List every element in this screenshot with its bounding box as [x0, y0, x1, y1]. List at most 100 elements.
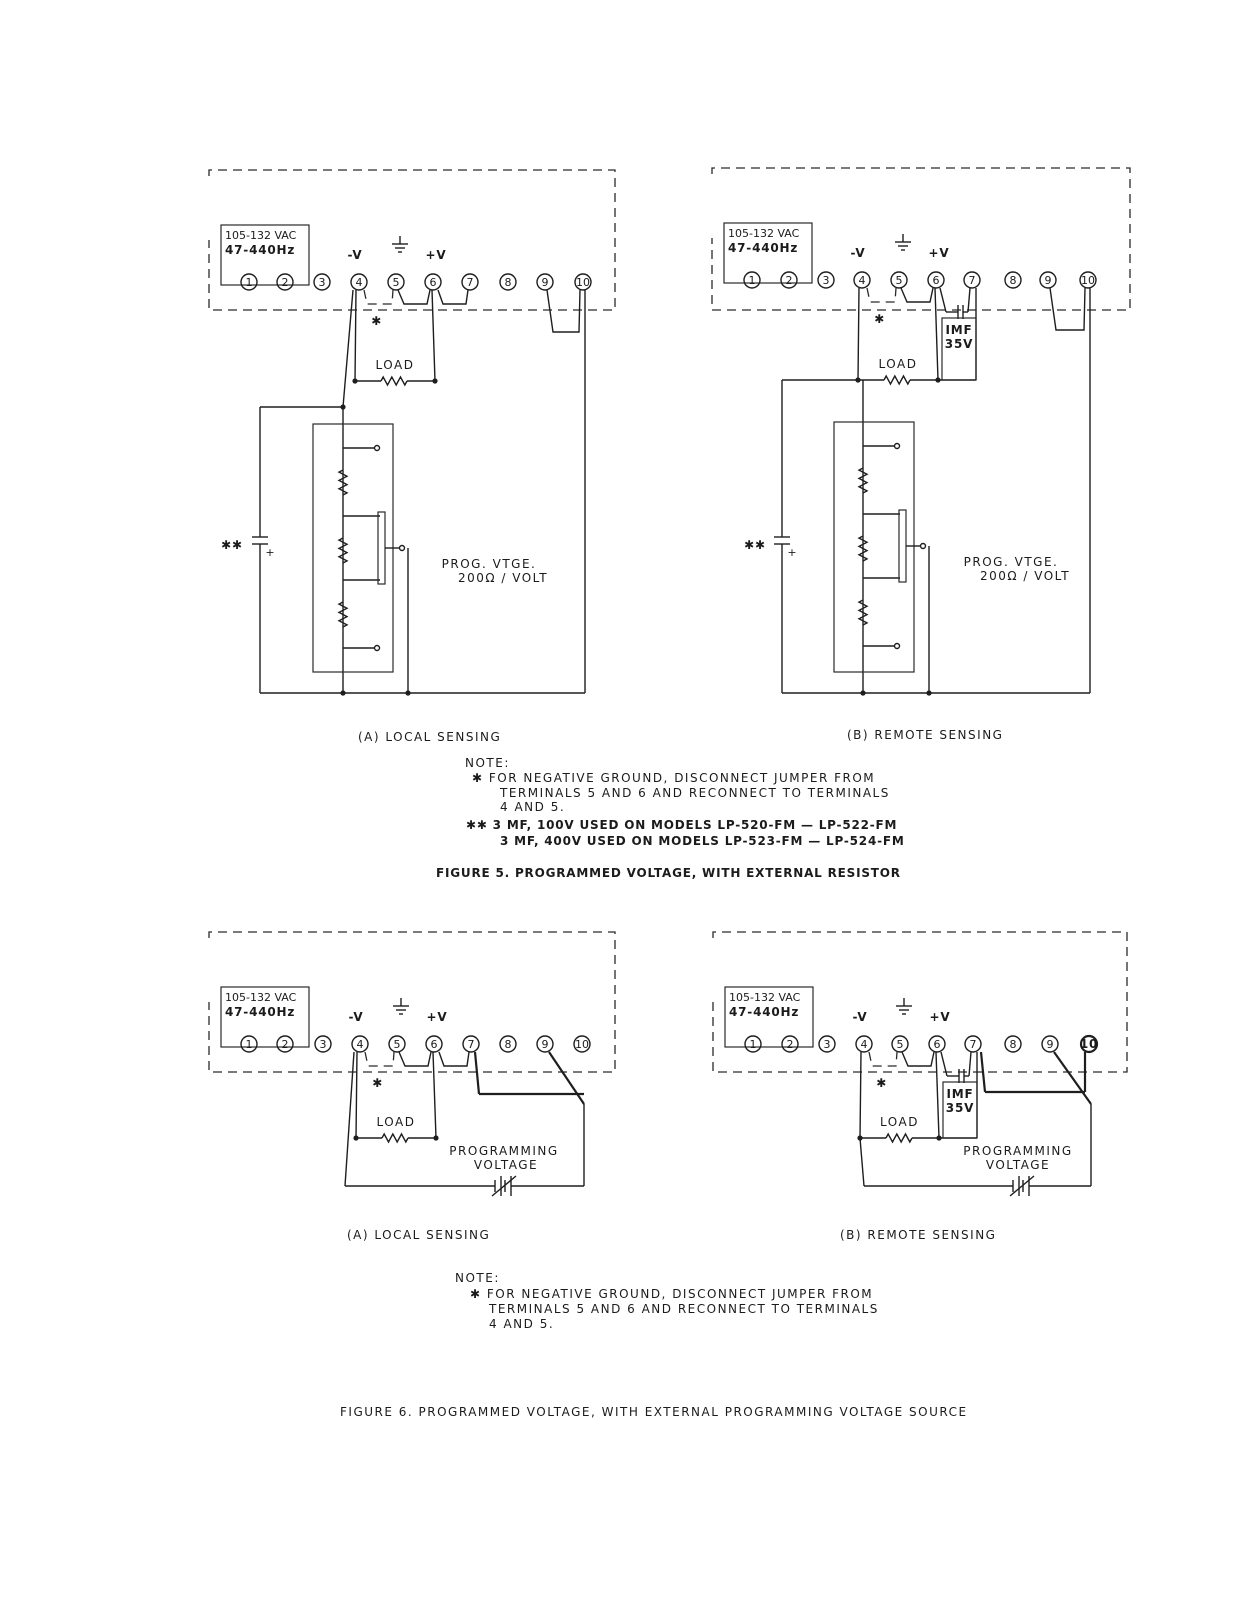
- prog-vtge-label: PROG. VTGE.: [442, 557, 537, 571]
- junction-dot: [352, 378, 358, 384]
- ac-frequency-label: 47-440Hz: [225, 1005, 295, 1019]
- sense-wire: [979, 1051, 987, 1093]
- terminal-9-label: 9: [1047, 1038, 1054, 1051]
- terminal-5: [387, 273, 405, 291]
- terminal-3: [313, 273, 331, 291]
- terminal-3: [818, 1035, 836, 1053]
- negative-polarity-label: -V: [853, 1010, 868, 1024]
- terminal-6-label: 6: [431, 1038, 438, 1051]
- variable-arrow: [1009, 1175, 1035, 1197]
- terminal-4-label: 4: [859, 274, 866, 287]
- decade-resistor-box: [312, 423, 394, 673]
- ac-frequency-label: 47-440Hz: [225, 243, 295, 257]
- jumper-9-10: [1049, 287, 1086, 331]
- negative-polarity-label: -V: [348, 248, 363, 262]
- optional-jumper-4-5: [868, 1051, 898, 1067]
- junction-dot: [353, 1135, 359, 1141]
- load-wire-neg: [354, 289, 357, 382]
- fig5-note-line: 4 AND 5.: [500, 800, 565, 814]
- ac-frequency-label: 47-440Hz: [729, 1005, 799, 1019]
- star-marker: ✱: [876, 1076, 888, 1090]
- junction-dot: [433, 1135, 439, 1141]
- load-wire-pos: [432, 1051, 437, 1139]
- sense-wire: [939, 287, 947, 313]
- power-supply-outline: [712, 931, 1128, 1073]
- decade-resistor: [857, 467, 869, 494]
- terminal-4: [350, 273, 368, 291]
- load-label: LOAD: [377, 1115, 416, 1129]
- tap-terminal: [893, 642, 901, 650]
- junction-dot: [432, 378, 438, 384]
- terminal-8-label: 8: [1010, 274, 1017, 287]
- terminal-1-label: 1: [749, 274, 756, 287]
- terminal-2-label: 2: [787, 1038, 794, 1051]
- terminal-9: [1041, 1035, 1059, 1053]
- terminal-9-label: 9: [1045, 274, 1052, 287]
- terminal-8: [1004, 271, 1022, 289]
- terminal-7: [964, 1035, 982, 1053]
- plus-marker: +: [265, 546, 274, 559]
- terminal-5-label: 5: [897, 1038, 904, 1051]
- switch-wiper: [377, 511, 386, 585]
- terminal-3-label: 3: [823, 274, 830, 287]
- prog-vtge-rate: 200Ω / VOLT: [458, 571, 548, 585]
- terminal-10: [574, 273, 592, 291]
- terminal-2: [276, 1035, 294, 1053]
- load-wire-pos: [935, 1051, 940, 1139]
- terminal-7: [963, 271, 981, 289]
- optional-jumper-4-5: [363, 289, 394, 305]
- terminal-7-label: 7: [467, 276, 474, 289]
- fig5-note2-line: ✱✱ 3 MF, 100V USED ON MODELS LP-520-FM —…: [466, 818, 897, 832]
- terminal-6-label: 6: [430, 276, 437, 289]
- junction-dot: [860, 690, 866, 696]
- terminal-5: [388, 1035, 406, 1053]
- terminal-3: [817, 271, 835, 289]
- jumper-5-6: [398, 1051, 432, 1067]
- neg-wire: [344, 1051, 355, 1187]
- ac-voltage-label: 105-132 VAC: [728, 227, 800, 240]
- sense-wire: [473, 1051, 481, 1095]
- terminal-9: [1039, 271, 1057, 289]
- capacitor-rating: 35V: [946, 1101, 974, 1115]
- terminal-2: [276, 273, 294, 291]
- fig5-caption-a: (A) LOCAL SENSING: [358, 730, 501, 744]
- terminal-3: [314, 1035, 332, 1053]
- terminal-8: [499, 273, 517, 291]
- terminal-9: [536, 273, 554, 291]
- terminal-3-label: 3: [319, 276, 326, 289]
- capacitor-box: [941, 317, 977, 381]
- load-resistor: [883, 374, 911, 386]
- terminal-9-label: 9: [542, 276, 549, 289]
- decade-resistor: [857, 599, 869, 626]
- terminal-8: [499, 1035, 517, 1053]
- power-supply-outline: [711, 167, 1131, 311]
- jumper-6-7: [438, 1051, 470, 1067]
- load-wire-pos: [934, 287, 939, 381]
- ac-voltage-label: 105-132 VAC: [729, 991, 801, 1004]
- terminal-6-label: 6: [934, 1038, 941, 1051]
- terminal-6: [424, 273, 442, 291]
- fig6-caption-b: (B) REMOTE SENSING: [840, 1228, 996, 1242]
- terminal-10: [1079, 1034, 1099, 1054]
- figure5-title: FIGURE 5. PROGRAMMED VOLTAGE, WITH EXTER…: [436, 866, 901, 880]
- terminal-8-label: 8: [1010, 1038, 1017, 1051]
- load-resistor: [381, 1132, 409, 1144]
- terminal-5-label: 5: [393, 276, 400, 289]
- cap-wire: [967, 287, 971, 313]
- load-label: LOAD: [879, 357, 918, 371]
- terminal-10: [1079, 271, 1097, 289]
- plus-marker: +: [787, 546, 796, 559]
- double-star-marker: ✱✱: [744, 538, 766, 552]
- terminal-1-label: 1: [750, 1038, 757, 1051]
- tap-terminal: [373, 644, 381, 652]
- terminal-5: [891, 1035, 909, 1053]
- terminal-4-label: 4: [356, 276, 363, 289]
- fig5-note-title: NOTE:: [465, 756, 510, 770]
- terminal-3-label: 3: [320, 1038, 327, 1051]
- terminal-6: [928, 1035, 946, 1053]
- fig6-note-line: 4 AND 5.: [489, 1317, 554, 1331]
